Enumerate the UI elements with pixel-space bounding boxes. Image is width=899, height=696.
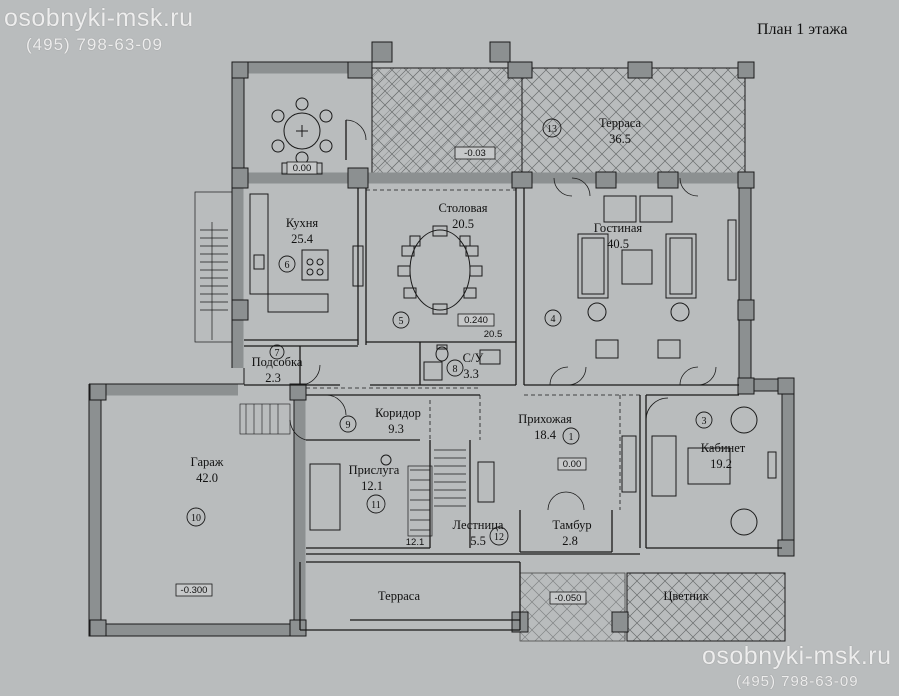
watermark-site-top: osobnyki-msk.ru [4, 4, 194, 32]
level-entrance: -0.050 [555, 593, 582, 604]
room-area-study: 19.2 [710, 457, 732, 471]
room-name-corridor: Коридор [375, 406, 421, 420]
room-area-hall: 18.4 [534, 428, 557, 442]
room-area-stairs: 5.5 [470, 534, 486, 548]
room-name-pantry: Подсобка [252, 355, 303, 369]
room-name-vestibule: Тамбур [552, 518, 591, 532]
room-number-hall: 1 [569, 432, 574, 443]
room-number-pantry: 7 [275, 348, 280, 359]
garage-stair [239, 403, 291, 435]
room-area-kitchen: 25.4 [291, 232, 314, 246]
room-number-dining: 5 [399, 316, 404, 327]
room-area-living: 40.5 [607, 237, 629, 251]
room-name-hall: Прихожая [518, 412, 572, 426]
level-garage: -0.300 [181, 585, 208, 596]
interior-stair [407, 449, 466, 537]
entrance-porch [519, 572, 626, 642]
study-furniture [651, 406, 777, 536]
room-labels: Гостиная 40.5 Столовая 20.5 Кухня 25.4 П… [191, 116, 746, 603]
wc-fixtures [423, 344, 501, 381]
level-dining-area-alt: 20.5 [484, 329, 503, 340]
room-number-corridor: 9 [346, 420, 351, 431]
room-area-servant: 12.1 [361, 479, 383, 493]
room-number-study: 3 [702, 416, 707, 427]
living-furniture [577, 195, 737, 359]
room-area-garage: 42.0 [196, 471, 218, 485]
room-area-vestibule: 2.8 [562, 534, 578, 548]
dining-table [397, 225, 483, 315]
room-name-dining: Столовая [438, 201, 487, 215]
room-area-terrace-top: 36.5 [609, 132, 631, 146]
terrace-top-area [371, 67, 746, 177]
flowerbed-area [626, 572, 786, 642]
room-number-circles [186, 118, 713, 546]
watermark-phone-top: (495) 798-63-09 [26, 35, 163, 54]
room-name-stairs: Лестница [453, 518, 504, 532]
west-stair [194, 191, 233, 343]
room-name-study: Кабинет [701, 441, 746, 455]
servant-furniture [309, 435, 637, 531]
room-number-garage: 10 [191, 513, 201, 524]
level-hall: 0.00 [563, 459, 582, 470]
room-area-dining: 20.5 [452, 217, 474, 231]
room-numbers: 4 5 6 7 8 9 1 3 10 11 12 13 [191, 124, 707, 543]
room-name-kitchen: Кухня [286, 216, 319, 230]
room-name-servant: Прислуга [349, 463, 400, 477]
level-boxes [175, 146, 587, 605]
room-area-wc: 3.3 [463, 367, 479, 381]
room-name-terrace-top: Терраса [599, 116, 641, 130]
room-name-living: Гостиная [594, 221, 643, 235]
room-number-servant: 11 [371, 500, 381, 511]
level-values: 0.00 -0.03 0.240 20.5 0.00 -0.300 -0.050… [181, 148, 582, 604]
watermark-site-bottom: osobnyki-msk.ru [702, 642, 892, 670]
plan-title: План 1 этажа [757, 21, 848, 38]
wall-pillars [89, 41, 795, 637]
level-servant-alt: 12.1 [406, 537, 425, 548]
watermark-phone-bottom: (495) 798-63-09 [736, 673, 859, 690]
room-number-wc: 8 [453, 364, 458, 375]
openings [306, 189, 640, 510]
room-name-garage: Гараж [191, 455, 224, 469]
room-area-pantry: 2.3 [265, 371, 281, 385]
kitchen-furniture [249, 193, 364, 313]
room-number-terrace-top: 13 [547, 124, 557, 135]
level-gazebo: 0.00 [293, 163, 312, 174]
room-number-kitchen: 6 [285, 260, 290, 271]
room-number-living: 4 [551, 314, 556, 325]
interior-walls [244, 120, 782, 631]
room-number-stairs: 12 [494, 532, 504, 543]
room-name-wc: С/У [463, 351, 484, 365]
room-area-corridor: 9.3 [388, 422, 404, 436]
level-dining: 0.240 [464, 315, 488, 326]
label-terrace-bottom: Терраса [378, 589, 420, 603]
label-flowerbed: Цветник [663, 589, 709, 603]
level-terrace-top: -0.03 [464, 148, 486, 159]
